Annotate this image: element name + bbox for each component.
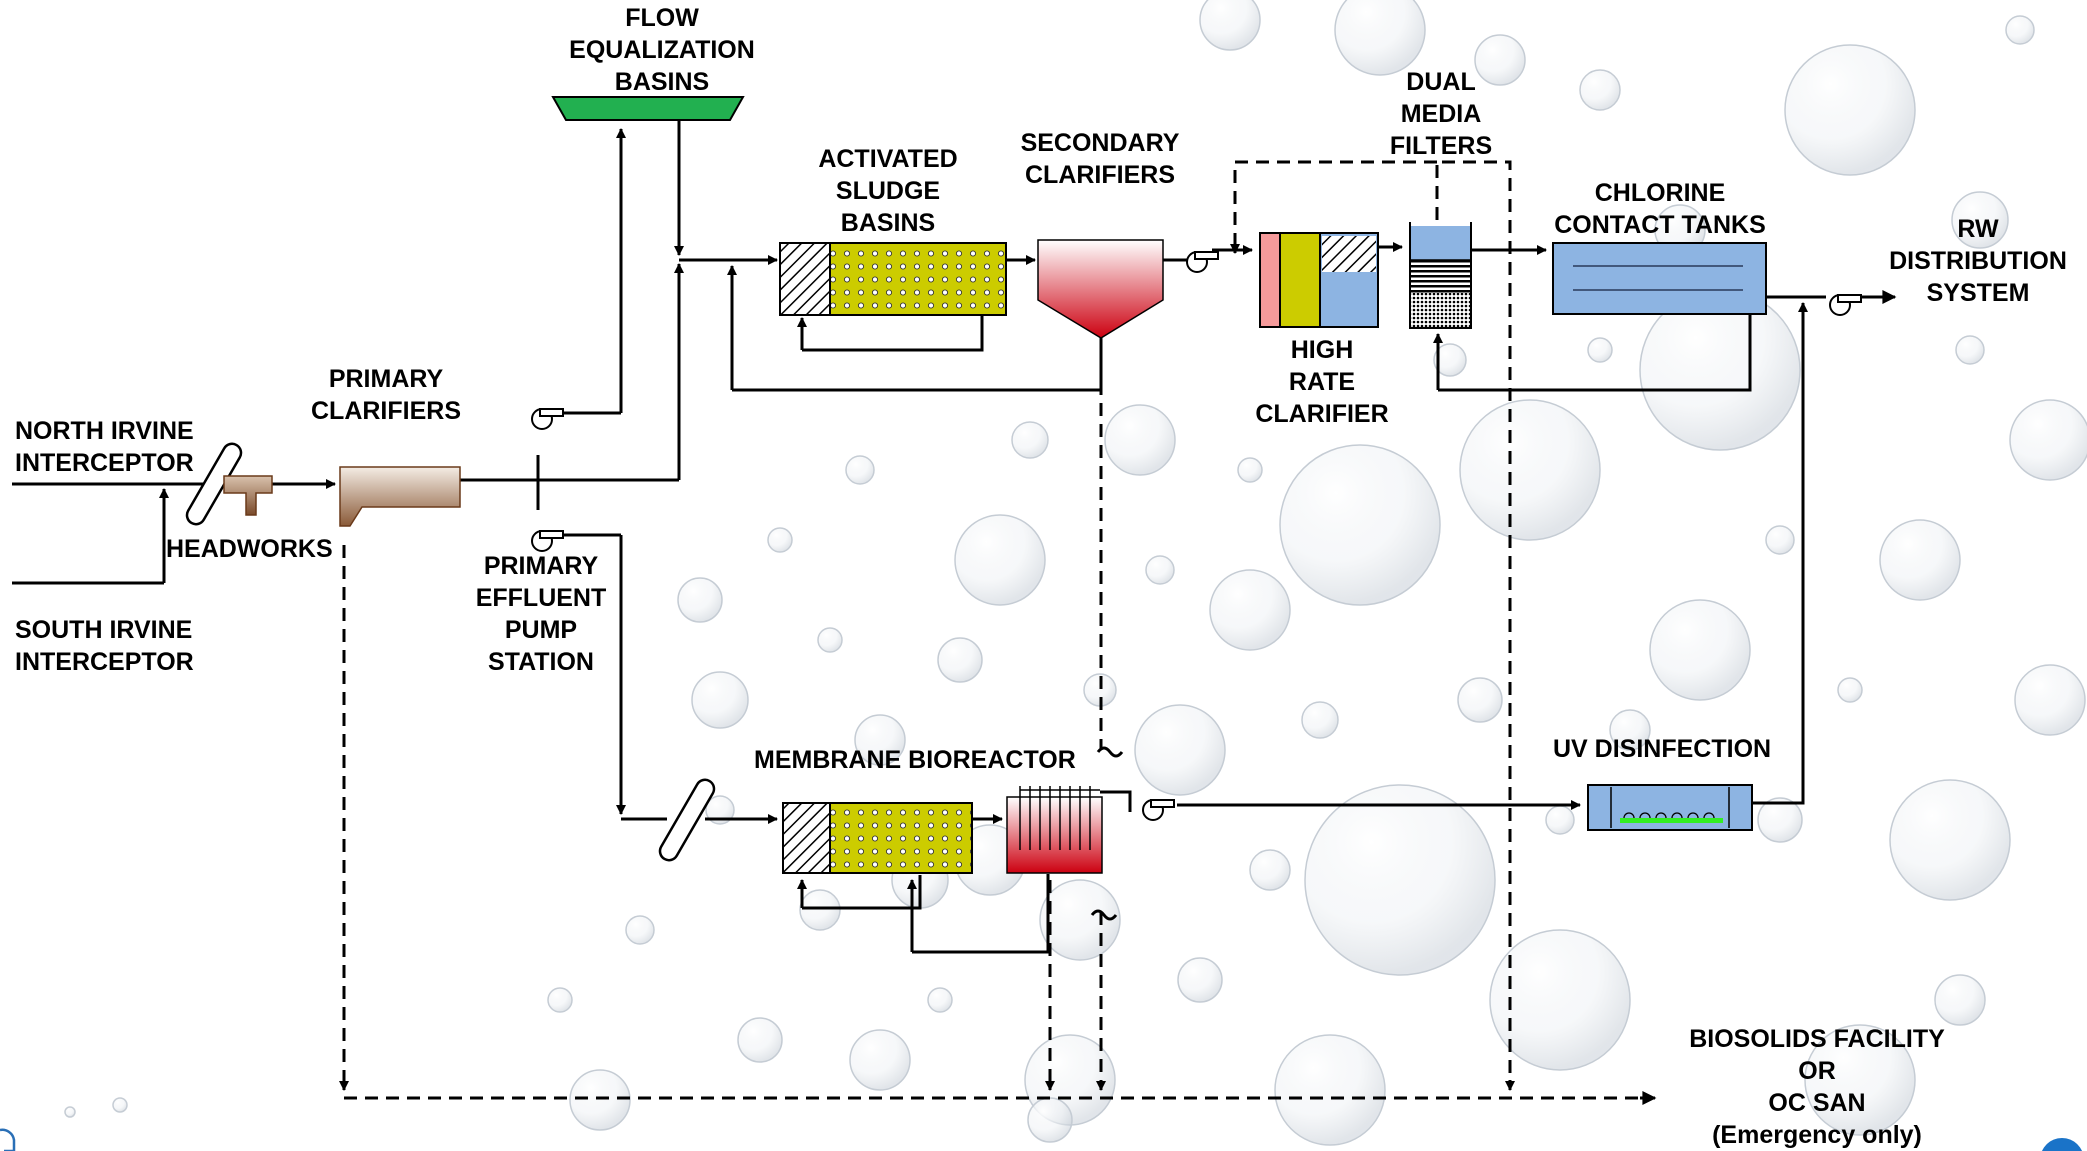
flow-equalization-basin [551, 96, 745, 121]
membrane-bioreactor-label: MEMBRANE BIOREACTOR [754, 746, 1076, 774]
rw-distribution-label: RW DISTRIBUTION SYSTEM [1889, 215, 2067, 307]
pump-icon [1829, 294, 1862, 316]
north-irvine-label: NORTH IRVINE INTERCEPTOR [15, 417, 194, 477]
line-break-mark [1090, 909, 1118, 921]
membrane-tank [1006, 786, 1103, 874]
uv-disinfection-unit [1587, 784, 1753, 831]
pump-icon [531, 408, 564, 430]
pump-icon [1186, 251, 1219, 273]
dashed-line-arrowheads [339, 240, 1657, 1105]
dashed-solids-lines [342, 160, 1640, 1100]
corner-mark-right [2041, 1138, 2083, 1151]
activated-sludge-basin [779, 242, 1007, 316]
secondary-clarifier-tank [1037, 239, 1164, 339]
line-break-mark [1096, 746, 1124, 758]
headworks-grit-unit [223, 475, 273, 516]
chlorine-contact-tank [1552, 242, 1767, 315]
chlorine-contact-label: CHLORINE CONTACT TANKS [1554, 179, 1766, 239]
activated-sludge-label: ACTIVATED SLUDGE BASINS [818, 145, 958, 237]
dual-media-filter-tank [1409, 222, 1472, 329]
pump-icon [1142, 799, 1175, 821]
primary-effluent-label: PRIMARY EFFLUENT PUMP STATION [475, 552, 607, 676]
pump-icon [531, 530, 564, 552]
dual-media-filters-label: DUAL MEDIA FILTERS [1389, 68, 1493, 160]
high-rate-clarifier-tank [1259, 232, 1379, 328]
biosolids-facility-label: BIOSOLIDS FACILITY OR OC SAN (Emergency … [1689, 1025, 1945, 1149]
mbr-basin [782, 802, 973, 874]
uv-disinfection-label: UV DISINFECTION [1553, 735, 1772, 763]
bar-screen-headworks [185, 442, 243, 526]
flow-equalization-label: FLOW EQUALIZATION BASINS [569, 4, 755, 96]
primary-clarifiers-label: PRIMARY CLARIFIERS [311, 365, 461, 425]
primary-clarifier-tank [339, 466, 461, 527]
secondary-clarifiers-label: SECONDARY CLARIFIERS [1020, 129, 1180, 189]
south-irvine-label: SOUTH IRVINE INTERCEPTOR [15, 616, 194, 676]
bar-screen-mbr [658, 778, 716, 862]
headworks-label: HEADWORKS [166, 535, 333, 563]
bubble-background [64, 0, 2087, 1146]
high-rate-clarifier-label: HIGH RATE CLARIFIER [1255, 336, 1389, 428]
corner-mark-left [0, 1128, 16, 1151]
